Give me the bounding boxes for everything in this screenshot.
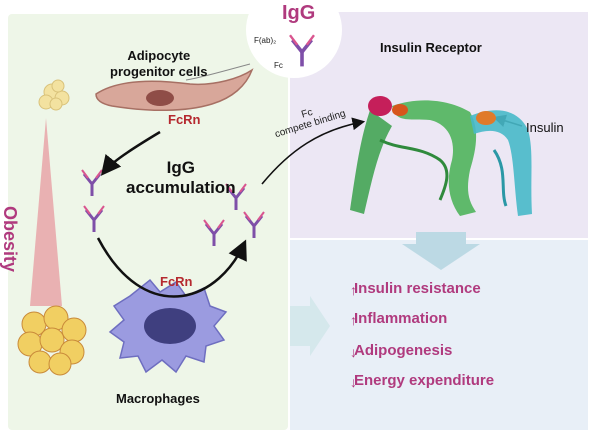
insulin-label: Insulin (526, 120, 564, 135)
down-block-arrow (402, 232, 480, 270)
antibody-icon (80, 168, 104, 198)
arrow-progenitor-to-igg (100, 130, 161, 176)
effect-adipogenesis: Adipogenesis (354, 342, 453, 359)
insulin-receptor-title: Insulin Receptor (380, 40, 482, 55)
connector-igg-to-progenitor (185, 63, 251, 81)
igg-title: IgG (282, 2, 316, 24)
antibody-icon (82, 204, 106, 234)
down-arrow-icon: ↓ (350, 374, 357, 390)
antibody-icon (202, 218, 226, 248)
macrophage-icon (108, 278, 228, 374)
receptor-panel (290, 12, 588, 238)
arrow-fc-compete-binding (261, 117, 366, 185)
progenitor-label: Adipocyte progenitor cells (110, 48, 208, 80)
effect-energy-expenditure: Energy expenditure (354, 372, 495, 389)
progenitor-label-line2: progenitor cells (110, 64, 208, 79)
igg-accumulation-line2: accumulation (126, 178, 236, 197)
igg-accumulation-label: IgG accumulation (126, 158, 236, 198)
effects-panel (290, 240, 588, 430)
effect-inflammation: Inflammation (354, 310, 448, 327)
adipocyte-cell-icon (95, 68, 254, 112)
igg-accumulation-line1: IgG (166, 158, 195, 177)
up-arrow-icon: ↑ (350, 312, 357, 328)
fcrn-label-top: FcRn (168, 112, 201, 127)
antibody-icon (242, 210, 266, 240)
right-block-arrow (290, 296, 330, 356)
obesity-label: Obesity (0, 206, 20, 273)
progenitor-label-line1: Adipocyte (127, 48, 191, 63)
fab-label: F(ab)₂ (254, 36, 277, 45)
arrow-macrophage-to-igg (96, 237, 247, 298)
obesity-gradient-triangle (30, 118, 62, 306)
fat-cluster-small-icon (38, 79, 70, 111)
fc-label: Fc (274, 61, 283, 70)
macrophages-label: Macrophages (116, 391, 200, 406)
fat-cluster-large-icon (17, 305, 87, 376)
effect-insulin-resistance: Insulin resistance (354, 280, 481, 297)
down-arrow-icon: ↓ (350, 344, 357, 360)
protein-structure-icon (350, 96, 532, 216)
fcrn-label-bottom: FcRn (160, 274, 193, 289)
up-arrow-icon: ↑ (350, 282, 357, 298)
